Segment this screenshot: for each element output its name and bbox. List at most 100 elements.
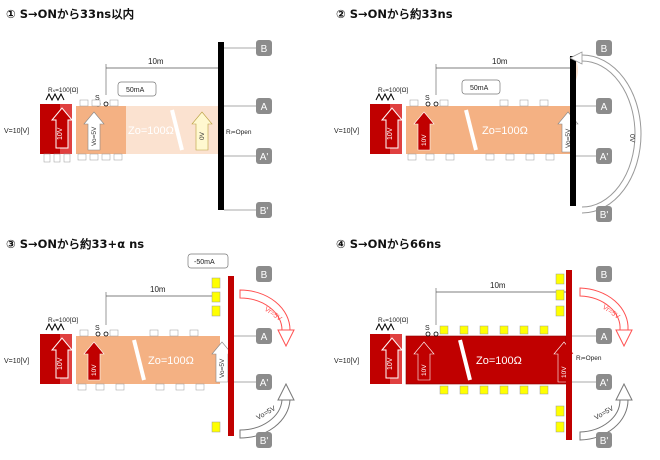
rs-resistor [375,322,395,332]
source-voltage-label: 10V [387,127,394,140]
node-b-prime [256,432,272,448]
reflection-arc-inner [581,55,641,213]
source-voltage: V=10[V] [334,128,359,135]
reflection-arrowhead [569,51,583,65]
rs-resistor [45,92,65,102]
rs-label: Rₛ=100[Ω] [48,317,78,324]
node-a [256,98,272,114]
end-voltage-label: 10V [561,366,568,378]
panel-title: ① S→ONから33ns以内 [6,7,135,21]
node-b-prime-label: B' [260,436,269,447]
switch-label: S [425,95,430,102]
panel-3: ③ S→ONから約33+α ns 10m 10V V=10[V] Rₛ=100[… [0,230,330,460]
line-voltage-arrow [413,341,435,381]
switch-label: S [95,325,100,332]
panel-2-diagram: 10m 10V V=10[V] Rₛ=100[Ω] Zo=100Ω 10V Vo… [334,40,642,222]
arc-voltage-label: 0V [628,134,635,143]
current-label: -50mA [194,259,215,266]
node-b-prime [596,432,612,448]
source-voltage-label: 10V [387,357,394,370]
panel-1: ① S→ONから33ns以内 10m 10V V=10[V] Rₛ=100[Ω]… [0,0,330,230]
switch-contact-right [433,331,439,337]
node-a [256,328,272,344]
line-break [458,339,472,381]
line-voltage-arrow [83,111,105,151]
source-voltage: V=10[V] [334,358,359,365]
node-a-prime [596,374,612,390]
line-voltage-arrow [413,111,435,151]
panel-4: ④ S→ONから66ns 10m 10V V=10[V] Rₛ=100[Ω] Z… [330,230,660,460]
node-b-label: B [261,44,268,55]
reflect-arrowhead-top [277,329,295,348]
reflect-arrowhead-bottom [615,382,633,401]
node-b-prime-label: B' [600,210,609,221]
rs-label: Rₛ=100[Ω] [378,317,408,324]
node-b [256,40,272,56]
node-b-label: B [601,270,608,281]
zo-label: Zo=100Ω [482,125,528,137]
current-arrows [43,99,123,163]
line-charged [406,336,566,384]
line-src-label: 10V [421,134,428,146]
node-a-prime-label: A' [260,378,269,389]
switch-contact-left [425,331,431,337]
node-b [596,40,612,56]
node-b-label: B [601,44,608,55]
node-b-prime-label: B' [600,436,609,447]
line-charged [406,106,570,154]
current-arrows [407,99,555,161]
source-arrow [380,337,404,379]
node-a-prime [256,374,272,390]
node-b [596,266,612,282]
source-voltage: V=10[V] [4,358,29,365]
edge-glow [576,60,578,80]
node-a-label: A [601,332,608,343]
distance-label: 10m [148,57,164,66]
line-src-label: 10V [421,364,428,376]
panel-4-diagram: 10m 10V V=10[V] Rₛ=100[Ω] Zo=100Ω 10V 10… [334,266,633,448]
panel-title: ② S→ONから約33ns [336,7,453,21]
switch-contact-left [425,101,431,107]
termination-bar [566,270,572,440]
node-b-prime [256,202,272,218]
panel-3-diagram: 10m 10V V=10[V] Rₛ=100[Ω] Zo=100Ω 10V Vo… [4,253,295,448]
node-b [256,266,272,282]
end-voltage-label: Vo=5V [565,128,572,148]
rl-label: Rₗ=Open [576,355,602,362]
line-break [132,339,146,381]
current-label: 50mA [126,87,145,94]
end-voltage-label: Vo=5V [219,358,226,378]
source-arrow [50,337,74,379]
node-a [596,98,612,114]
node-b-label: B [261,270,268,281]
current-callout [117,81,157,97]
rs-label: Rₛ=100[Ω] [378,87,408,94]
line-voltage-label: Vo=5V [91,126,98,146]
node-a-prime [596,148,612,164]
node-a [596,328,612,344]
switch-label: S [425,325,430,332]
zo-label: Zo=100Ω [476,355,522,367]
node-a-prime-label: A' [600,378,609,389]
switch-label: S [95,95,100,102]
node-a-prime-label: A' [260,152,269,163]
switch-contact-left [95,331,101,337]
panel-2: ② S→ONから約33ns 10m 10V V=10[V] Rₛ=100[Ω] … [330,0,660,230]
panel-1-diagram: 10m 10V V=10[V] Rₛ=100[Ω] Zo=100Ω Vo=5V … [4,40,272,218]
reflected-arrows [211,277,221,433]
panel-title: ④ S→ONから66ns [336,237,442,251]
current-callout [187,253,229,269]
line-break [464,109,478,151]
switch-contact-right [103,101,109,107]
termination-bar [228,276,234,436]
line-charged [76,106,126,154]
source-voltage-label: 10V [57,127,64,140]
line-voltage-arrow [83,341,105,381]
node-a-label: A [261,102,268,113]
distance-label: 10m [150,285,166,294]
distance-label: 10m [490,281,506,290]
current-arrows [77,329,205,391]
line-src-label: 10V [91,364,98,376]
node-b-prime [596,206,612,222]
rs-resistor [375,92,395,102]
